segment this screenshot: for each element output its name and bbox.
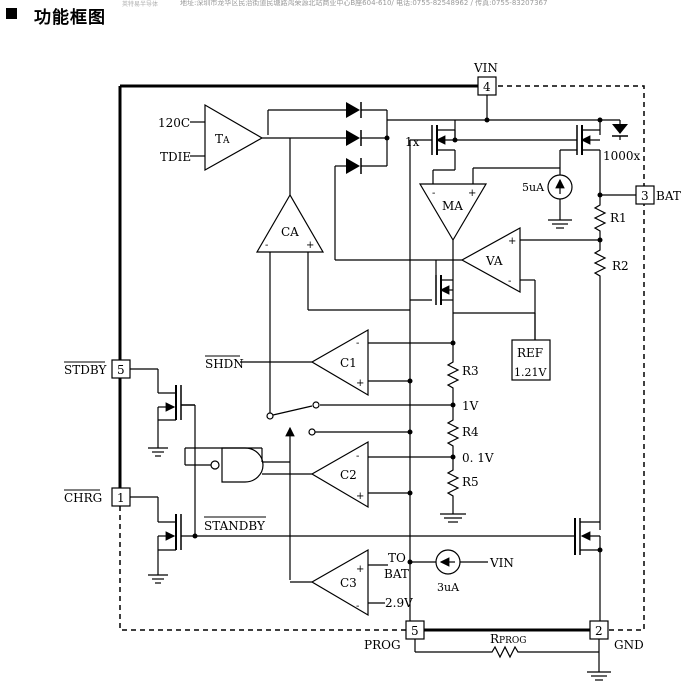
c1-label: C1 bbox=[340, 356, 357, 370]
tdie-label: TDIE bbox=[160, 150, 191, 164]
pin-2-number: 2 bbox=[595, 624, 603, 638]
switch-pivot bbox=[266, 412, 274, 420]
svg-text:+: + bbox=[306, 240, 314, 251]
svg-text:+: + bbox=[508, 236, 516, 247]
c1-comparator bbox=[310, 328, 369, 397]
r2-label: R2 bbox=[612, 259, 629, 273]
svg-text:-: - bbox=[356, 338, 359, 349]
r4-label: R4 bbox=[462, 425, 479, 439]
pin-gnd-label: GND bbox=[614, 638, 644, 652]
c2-label: C2 bbox=[340, 468, 357, 482]
to-bat-line1: TO bbox=[388, 551, 406, 565]
pin-5-stdby-number: 5 bbox=[117, 363, 125, 377]
diode-1-icon bbox=[346, 102, 362, 118]
ca-amplifier bbox=[255, 193, 325, 253]
switch-contact-1v bbox=[312, 401, 320, 409]
c3-label: C3 bbox=[340, 576, 357, 590]
v-1v-label: 1V bbox=[462, 399, 479, 413]
v-29v-label: 2.9V bbox=[385, 596, 413, 610]
shdn-label: SHDN bbox=[205, 357, 244, 371]
svg-text:+: + bbox=[356, 491, 364, 502]
diode-3-icon bbox=[346, 158, 362, 174]
r3-resistor bbox=[446, 355, 460, 405]
svg-text:-: - bbox=[356, 601, 359, 612]
r5-resistor bbox=[446, 457, 460, 514]
r1-resistor bbox=[593, 195, 607, 240]
ref-box bbox=[511, 339, 551, 381]
ma-amplifier bbox=[418, 183, 488, 242]
r4-resistor bbox=[446, 405, 460, 457]
ta-label: TA bbox=[215, 132, 230, 146]
ca-label: CA bbox=[281, 225, 299, 239]
company-watermark: 英特易半导体 bbox=[122, 1, 159, 8]
r3-label: R3 bbox=[462, 364, 479, 378]
chip-outline bbox=[119, 85, 645, 631]
pin-bat-label: BAT bbox=[656, 189, 681, 203]
diode-2-icon bbox=[346, 130, 362, 146]
chrg-nmos-icon bbox=[157, 514, 182, 551]
nand-bubble bbox=[210, 460, 220, 470]
va-label: VA bbox=[485, 254, 503, 268]
pmos-1x-icon bbox=[431, 125, 456, 170]
pin-vin-label: VIN bbox=[473, 61, 498, 75]
body-diode-icon bbox=[612, 124, 628, 134]
pin-3-box bbox=[635, 185, 655, 205]
ratio-1x: 1x bbox=[405, 135, 420, 149]
ref-label: REF bbox=[517, 346, 543, 360]
shutdown-nmos-icon bbox=[574, 518, 601, 622]
c2-comparator bbox=[310, 440, 369, 509]
ma-label: MA bbox=[442, 199, 463, 213]
svg-text:-: - bbox=[265, 240, 268, 251]
address-line: 地址:深圳市龙华区民治街道民塘路鸿荣源北站商业中心B座604-610/ 电话:0… bbox=[180, 0, 548, 7]
current-3ua-label: 3uA bbox=[437, 581, 460, 594]
ta-amplifier bbox=[204, 103, 264, 172]
r2-resistor bbox=[593, 240, 607, 530]
switch-contact-01v bbox=[308, 428, 316, 436]
pin-chrg-label: CHRG bbox=[64, 491, 102, 505]
nand-gate bbox=[221, 447, 264, 483]
svg-text:-: - bbox=[432, 188, 435, 199]
pin-prog-label: PROG bbox=[364, 638, 401, 652]
bullet-square-icon bbox=[6, 8, 17, 19]
pin-4-number: 4 bbox=[483, 80, 491, 94]
section-title: 功能框图 bbox=[34, 8, 106, 28]
temp-ref-label: 120C bbox=[158, 116, 190, 130]
rprog-label: RPROG bbox=[490, 632, 526, 646]
r1-label: R1 bbox=[610, 211, 627, 225]
rprog-resistor bbox=[415, 645, 599, 659]
svg-text:+: + bbox=[356, 564, 364, 575]
svg-text:+: + bbox=[356, 378, 364, 389]
svg-text:+: + bbox=[468, 188, 476, 199]
pmos-1000x-icon bbox=[576, 125, 601, 195]
c3-comparator bbox=[310, 548, 369, 617]
pin-3-number: 3 bbox=[641, 189, 649, 203]
current-5ua-label: 5uA bbox=[522, 181, 545, 194]
v-01v-label: 0. 1V bbox=[462, 451, 494, 465]
vin-source-label: VIN bbox=[489, 556, 514, 570]
to-bat-line2: BAT bbox=[384, 567, 409, 581]
svg-text:-: - bbox=[356, 451, 359, 462]
ref-voltage: 1.21V bbox=[514, 366, 547, 379]
pin-1-number: 1 bbox=[117, 491, 125, 505]
svg-text:-: - bbox=[508, 276, 511, 287]
stdby-nmos-icon bbox=[157, 385, 196, 448]
pin-stdby-label: STDBY bbox=[64, 363, 107, 377]
page-header: 功能框图 英特易半导体 地址:深圳市龙华区民治街道民塘路鸿荣源北站商业中心B座6… bbox=[0, 0, 686, 28]
standby-label: STANDBY bbox=[204, 519, 266, 533]
r5-label: R5 bbox=[462, 475, 479, 489]
switch-blade bbox=[272, 405, 313, 416]
pin-5-prog-number: 5 bbox=[411, 624, 419, 638]
va-amplifier bbox=[460, 226, 521, 294]
ratio-1000x: 1000x bbox=[603, 149, 641, 163]
nmos-regulator-icon bbox=[410, 260, 454, 313]
